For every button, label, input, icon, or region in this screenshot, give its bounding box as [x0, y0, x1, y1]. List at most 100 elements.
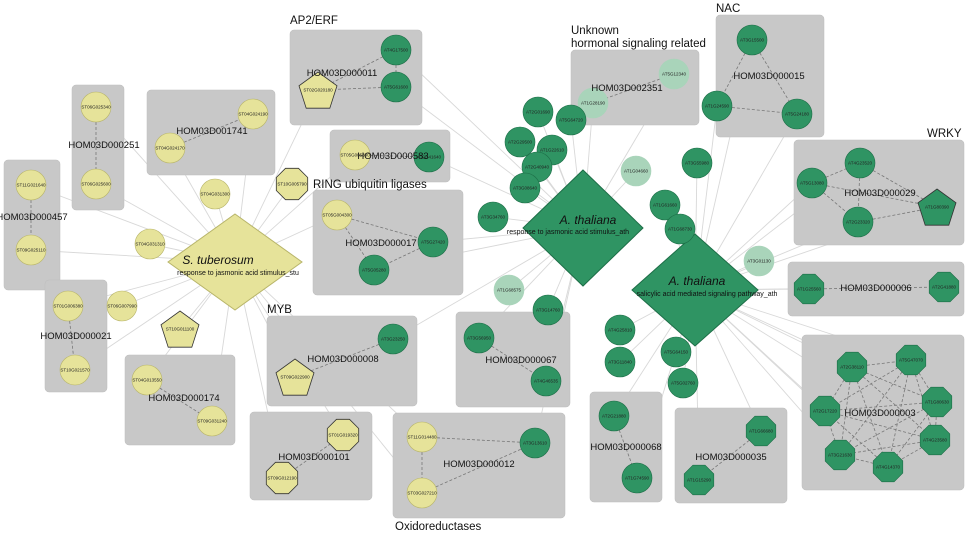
- gene-node-label: AT5G47070: [899, 358, 923, 363]
- gene-node-shape: [15, 169, 47, 201]
- gene-node-shape: [836, 351, 868, 383]
- mesh-edge: [851, 366, 936, 441]
- gene-node-shape: [463, 322, 495, 354]
- gene-node-shape: [321, 199, 353, 231]
- gene-node-shape: [106, 290, 138, 322]
- cluster-label-1741: HOM03D001741: [176, 126, 247, 137]
- gene-node: AT5G24180: [781, 98, 813, 130]
- gene-node-shape: [842, 206, 874, 238]
- gene-node: ST05G004300: [321, 199, 353, 231]
- gene-node: AT1G80390: [917, 188, 957, 226]
- gene-node-shape: [736, 24, 768, 56]
- gene-node: AT4G46535: [530, 365, 562, 397]
- gene-node: ST04G024170: [154, 132, 186, 164]
- gene-node-label: ST01G019320: [328, 433, 358, 438]
- mesh-edge: [839, 401, 938, 456]
- cluster-labels: HOM03D000457 HOM03D000251 HOM03D001741 H…: [0, 68, 916, 470]
- gene-node-shape: [745, 415, 777, 447]
- gene-node: AT3G15500: [736, 24, 768, 56]
- group-label-unknown-2: hormonal signaling related: [571, 38, 706, 50]
- cluster-label-3: HOM03D000003: [844, 408, 915, 419]
- gene-node: AT4G23580: [919, 424, 951, 456]
- cluster-label-457: HOM03D000457: [0, 212, 68, 223]
- gene-node: ST10G011100: [160, 310, 200, 348]
- gene-node: AT2G29500: [504, 126, 536, 158]
- gene-node-label: AT3G14760: [536, 308, 560, 313]
- gene-node-label: AT3G34760: [481, 215, 505, 220]
- gene-node-label: ST05G005390: [340, 153, 370, 158]
- gene-node: AT3G11840: [604, 346, 636, 378]
- group-label-ap2: AP2/ERF: [290, 15, 338, 27]
- cluster-label-15: HOM03D000015: [733, 71, 804, 82]
- gene-node-label: ST09G031240: [197, 419, 227, 424]
- gene-node: ST10G005790: [275, 167, 309, 201]
- gene-node-label: AT3G56950: [467, 336, 491, 341]
- gene-node: AT3G21630: [824, 439, 856, 471]
- gene-node-label: ST04G024190: [238, 112, 268, 117]
- gene-node: ST09G031240: [196, 405, 228, 437]
- gene-node: AT2G41640: [413, 141, 445, 173]
- gene-node: ST04G031300: [199, 178, 231, 210]
- gene-node-shape: [701, 90, 733, 122]
- gene-node-label: AT1G28190: [581, 101, 605, 106]
- group-label-myb: MYB: [267, 304, 292, 316]
- gene-node-shape: [519, 427, 551, 459]
- gene-node-shape: [681, 147, 713, 179]
- gene-node-label: ST04G031310: [135, 242, 165, 247]
- gene-node-label: AT2G21880: [602, 414, 626, 419]
- gene-node: ST02G020180: [298, 71, 338, 109]
- gene-node-label: AT5G27420: [421, 240, 445, 245]
- gene-node-label: AT5G05280: [362, 268, 386, 273]
- gene-node-shape: [921, 386, 953, 418]
- gene-node-shape: [620, 155, 652, 187]
- gene-node-label: ST06G025340: [81, 105, 111, 110]
- gene-node-label: ST09G025110: [17, 248, 46, 253]
- gene-node-shape: [649, 189, 681, 221]
- hub-thaliana-sa: A. thaliana salicylic acid mediated sign…: [631, 233, 778, 347]
- gene-node-label: AT1G04660: [624, 169, 648, 174]
- cluster-label-251: HOM03D000251: [68, 140, 139, 151]
- gene-node-shape: [358, 254, 390, 286]
- gene-node: AT1G68730: [664, 213, 696, 245]
- gene-node: AT2G01690: [522, 96, 554, 128]
- gene-node-shape: [522, 96, 554, 128]
- gene-node-label: AT1G80630: [925, 400, 949, 405]
- gene-node-label: ST10G011100: [166, 327, 195, 332]
- cluster-boxes: [3, 14, 965, 519]
- gene-node-shape: [660, 336, 692, 368]
- gene-node-shape: [604, 314, 636, 346]
- gene-node-shape: [919, 424, 951, 456]
- hub-subtitle-thaliana-sa: salicylic acid mediated signaling pathwa…: [637, 291, 778, 298]
- gene-node-shape: [134, 228, 166, 260]
- gene-node-label: AT1G22610: [540, 148, 564, 153]
- gene-node-shape: [872, 451, 904, 483]
- gene-node-shape: [154, 132, 186, 164]
- gene-node: ST01G019320: [326, 418, 360, 452]
- gene-node-label: AT2G17220: [813, 409, 837, 414]
- gene-node: AT1G04660: [620, 155, 652, 187]
- gene-node-label: AT3G21630: [828, 453, 852, 458]
- gene-node-shape: [532, 294, 564, 326]
- cluster-label-8: HOM03D000008: [307, 354, 378, 365]
- gene-node: ST10G021570: [59, 354, 91, 386]
- gene-node-label: AT2G40940: [525, 165, 549, 170]
- gene-node-shape: [504, 126, 536, 158]
- gene-node-shape: [621, 462, 653, 494]
- cluster-label-174: HOM03D000174: [148, 393, 219, 404]
- gene-node-shape: [380, 71, 412, 103]
- gene-node-shape: [196, 405, 228, 437]
- gene-node-label: ST01G006380: [53, 304, 83, 309]
- gene-node-shape: [844, 147, 876, 179]
- gene-node-shape: [809, 395, 841, 427]
- cluster-label-101: HOM03D000101: [278, 452, 349, 463]
- group-label-nac: NAC: [716, 3, 740, 15]
- gene-node-label: AT3G13610: [523, 441, 547, 446]
- gene-node-label: AT5G64150: [664, 350, 688, 355]
- gene-nodes: ST06G025340ST06G025600ST11G021640ST09G02…: [15, 24, 960, 509]
- gene-node: ST09G012190: [265, 461, 299, 495]
- group-label-unknown-1: Unknown: [571, 25, 619, 37]
- gene-node-label: AT4G14370: [876, 465, 900, 470]
- gene-node: ST04G024190: [237, 98, 269, 130]
- cluster-label-21: HOM03D000021: [40, 331, 111, 342]
- mesh-edge: [824, 366, 853, 412]
